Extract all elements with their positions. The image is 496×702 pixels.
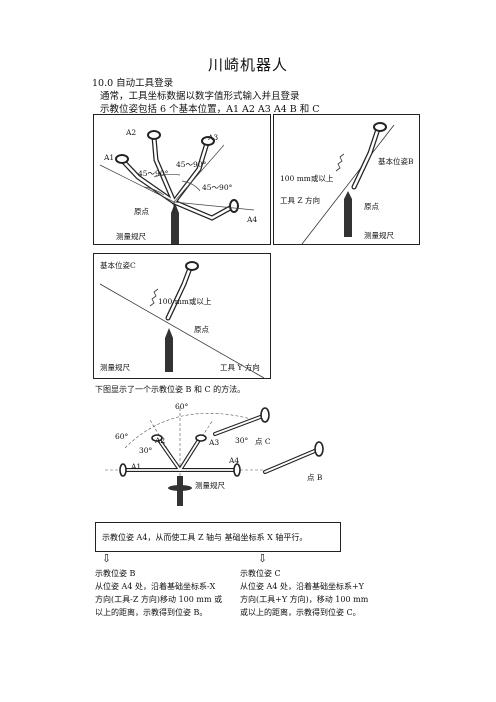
label-pose-c: 基本位姿C: [100, 261, 136, 270]
teach-c-description: 示教位姿 C 从位姿 A4 处，沿着基础坐标系+Y 方向(工具+Y 方向)，移动…: [240, 567, 368, 619]
note-text: 示教位姿 A4，从而使工具 Z 轴与 基础坐标系 X 轴平行。: [102, 533, 308, 542]
teach-b-line-2: 方向(工具-Z 方向)移动 100 mm 或: [95, 595, 223, 604]
pose-b-diagram: [301, 122, 395, 245]
tool-a3: [171, 140, 210, 205]
teach-b-title: 示教位姿 B: [95, 569, 136, 578]
label-pose-b: 基本位姿B: [378, 157, 414, 166]
intro-line-1: 通常，工具坐标数据以数字值形式输入并且登录: [100, 91, 300, 102]
teach-c-line-3: 或以上的距离，示教得到位姿 C。: [240, 608, 361, 617]
label-point-c: 点 C: [255, 437, 271, 446]
figure-pose-b: 基本位姿B 100 mm或以上 工具 Z 方向 原点 测量规尺: [273, 114, 420, 245]
label-origin-b: 原点: [364, 202, 379, 211]
label-a4: A4: [247, 215, 258, 224]
intro-line-2: 示教位姿包括 6 个基本位置，A1 A2 A3 A4 B 和 C: [100, 104, 320, 115]
teach-c-line-2: 方向(工具+Y 方向)，移动 100 mm: [240, 595, 369, 604]
label-origin: 原点: [134, 207, 149, 216]
pose-c-diagram: [99, 261, 265, 379]
gauge-pin: [171, 203, 179, 244]
label-gauge-b: 测量规尺: [364, 231, 394, 240]
label-a3: A3: [208, 133, 219, 142]
label-tool-z: 工具 Z 方向: [280, 196, 320, 205]
label-point-b: 点 B: [307, 473, 323, 482]
page-title: 川崎机器人: [207, 56, 288, 74]
angle-30-right: 30°: [235, 436, 249, 445]
angle-label-2: 45～90°: [138, 169, 169, 178]
angle-30-left: 30°: [139, 446, 153, 455]
angle-60-top: 60°: [175, 402, 189, 411]
figure-pose-c: 基本位姿C 100 mm或以上 原点 测量规尺 工具 Y 方向: [93, 253, 271, 379]
figure-poses-a1-a4: A2 A3 A1 A4 45～90° 45～90° 45～90° 原点 测量规尺: [93, 114, 271, 245]
angle-60-left: 60°: [115, 432, 129, 441]
poses-diagram: [99, 130, 255, 244]
teach-c-title: 示教位姿 C: [240, 569, 281, 578]
teach-b-description: 示教位姿 B 从位姿 A4 处，沿着基础坐标系-X 方向(工具-Z 方向)移动 …: [95, 567, 222, 619]
teach-b-line-1: 从位姿 A4 处，沿着基础坐标系-X: [95, 582, 216, 591]
label-a2: A2: [126, 128, 137, 137]
label-fig4-a2: A2: [155, 436, 166, 445]
label-gauge: 测量规尺: [116, 232, 146, 241]
label-fig4-a4: A4: [229, 456, 240, 465]
arrow-down-left-icon: ⇩: [102, 552, 112, 565]
label-distance-c: 100 mm或以上: [158, 297, 212, 306]
teach-c-line-1: 从位姿 A4 处，沿着基础坐标系+Y: [240, 582, 364, 591]
label-distance: 100 mm或以上: [280, 174, 334, 183]
label-origin-c: 原点: [194, 325, 209, 334]
teach-b-c-diagram: [105, 407, 324, 508]
note-box: 示教位姿 A4，从而使工具 Z 轴与 基础坐标系 X 轴平行。: [95, 522, 341, 552]
label-a1: A1: [104, 153, 115, 162]
label-gauge-c: 测量规尺: [100, 363, 130, 372]
figure-caption: 下图显示了一个示教位姿 B 和 C 的方法。: [95, 385, 246, 394]
teach-b-line-3: 以上的距离，示教得到位姿 B。: [95, 608, 208, 617]
section-heading: 10.0 自动工具登录: [92, 78, 174, 89]
label-tool-y: 工具 Y 方向: [220, 363, 260, 372]
angle-label-3: 45～90°: [202, 183, 233, 192]
angle-label-1: 45～90°: [176, 160, 207, 169]
label-fig4-gauge: 测量规尺: [195, 481, 225, 490]
arrow-down-right-icon: ⇩: [258, 552, 268, 565]
label-fig4-a1: A1: [131, 462, 142, 471]
label-fig4-a3: A3: [209, 438, 220, 447]
figure-teach-b-c: 60° 60° 30° 30° A2 A3 A1 A4 点 C 点 B 测量规尺: [95, 398, 345, 510]
